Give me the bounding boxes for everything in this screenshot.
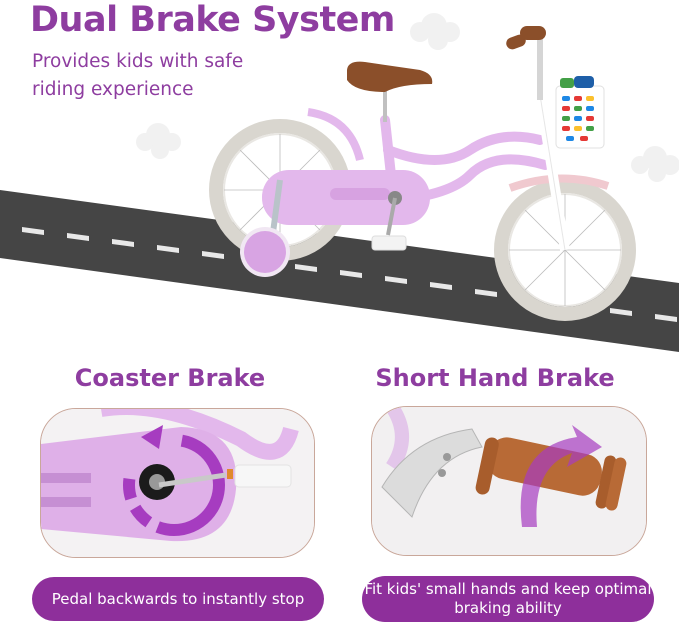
- bike-on-road-illustration: [0, 13, 679, 352]
- page-title: Dual Brake System: [30, 0, 395, 40]
- saddle: [347, 61, 433, 92]
- hand-brake-title: Short Hand Brake: [375, 364, 615, 392]
- training-wheel: [240, 179, 290, 277]
- hand-brake-caption: Fit kids' small hands and keep optimal b…: [362, 576, 654, 622]
- handlebar-grip: [506, 34, 526, 50]
- coaster-brake-title: Coaster Brake: [74, 364, 266, 392]
- hand-brake-image: [371, 406, 647, 556]
- rotate-arrow-icon: [141, 425, 163, 449]
- front-basket: [555, 76, 605, 149]
- cloud-icon: [136, 13, 679, 182]
- squeeze-arrow-icon: [520, 425, 602, 527]
- coaster-brake-caption: Pedal backwards to instantly stop: [32, 577, 324, 621]
- coaster-brake-image: [40, 408, 315, 558]
- road: [0, 190, 679, 352]
- page-subtitle: Provides kids with safe riding experienc…: [32, 51, 244, 100]
